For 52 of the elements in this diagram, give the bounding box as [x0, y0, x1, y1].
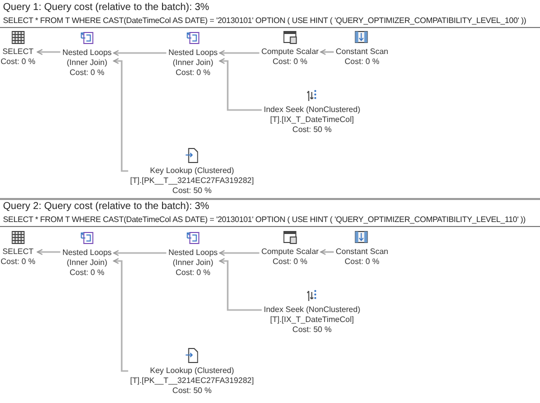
operator-label: Cost: 0 %: [70, 68, 104, 78]
operator-label: Cost: 0 %: [0, 57, 36, 67]
query-sql-text: SELECT * FROM T WHERE CAST(DateTimeCol AS DATE) = '20130101' OPTION ( USE HINT ( 'QUERY_OPTIMIZER_COMPATIBILITY_LEVEL_100' )): [2, 15, 526, 27]
operator-label: (Inner Join): [172, 58, 214, 68]
operator-label: [T].[IX_T_DateTimeCol]: [270, 315, 354, 325]
operator-label: Index Seek (NonClustered): [264, 105, 360, 115]
arrow: [113, 258, 128, 372]
operator-label: Cost: 0 %: [272, 257, 308, 267]
arrow: [219, 58, 262, 111]
operator-label: Compute Scalar: [261, 247, 319, 257]
query-cost-text: Query 2: Query cost (relative to the batch): 3%: [2, 200, 210, 213]
operator-label: Nested Loops: [62, 48, 112, 58]
operator-label: SELECT: [2, 47, 34, 57]
operator-label: Cost: 0 %: [344, 57, 380, 67]
arrow: [36, 49, 60, 55]
arrow: [219, 50, 260, 56]
arrow: [219, 250, 260, 256]
arrow: [320, 49, 334, 55]
query-sql-text: SELECT * FROM T WHERE CAST(DateTimeCol AS DATE) = '20130101' OPTION ( USE HINT ( 'QUERY_OPTIMIZER_COMPATIBILITY_LEVEL_110' )): [2, 214, 526, 226]
operator-label: Constant Scan: [336, 47, 388, 57]
operator-label: Index Seek (NonClustered): [264, 305, 360, 315]
operator-label: [T].[PK__T__3214EC27FA319282]: [130, 376, 254, 386]
operator-label: Cost: 0 %: [272, 57, 308, 67]
operator-label: (Inner Join): [66, 58, 108, 68]
arrow: [320, 249, 334, 255]
operator-label: [T].[IX_T_DateTimeCol]: [270, 115, 354, 125]
arrow: [219, 258, 262, 311]
operator-label: Nested Loops: [168, 248, 218, 258]
operator-label: Cost: 0 %: [344, 257, 380, 267]
operator-label: Cost: 0 %: [176, 268, 210, 278]
operator-label: Cost: 0 %: [176, 68, 210, 78]
operator-label: Cost: 50 %: [172, 386, 212, 396]
arrow: [113, 250, 166, 256]
operator-label: Constant Scan: [336, 247, 388, 257]
operator-label: Compute Scalar: [261, 47, 319, 57]
operator-label: [T].[PK__T__3214EC27FA319282]: [130, 176, 254, 186]
arrow: [113, 58, 128, 172]
operator-label: Nested Loops: [168, 48, 218, 58]
operator-label: Cost: 50 %: [292, 325, 332, 335]
operator-label: Cost: 0 %: [70, 268, 104, 278]
operator-label: SELECT: [2, 247, 34, 257]
operator-label: Key Lookup (Clustered): [150, 366, 234, 376]
query-cost-text: Query 1: Query cost (relative to the batch): 3%: [2, 1, 210, 14]
operator-label: Cost: 50 %: [172, 186, 212, 196]
arrow: [36, 249, 60, 255]
operator-label: (Inner Join): [172, 258, 214, 268]
operator-label: Cost: 0 %: [0, 257, 36, 267]
operator-label: (Inner Join): [66, 258, 108, 268]
arrow: [113, 50, 166, 56]
operator-label: Cost: 50 %: [292, 125, 332, 135]
operator-label: Nested Loops: [62, 248, 112, 258]
operator-label: Key Lookup (Clustered): [150, 166, 234, 176]
